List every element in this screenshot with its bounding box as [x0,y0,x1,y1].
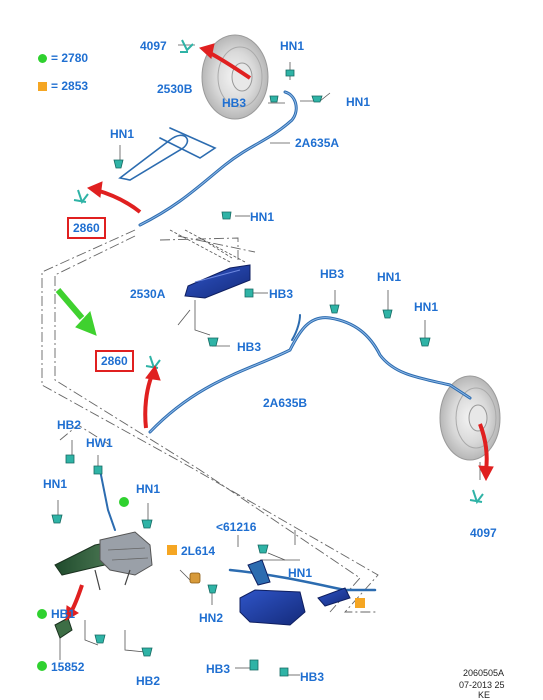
label-hb3-mid-low: HB3 [237,340,262,354]
label-hn1-left: HN1 [43,477,68,491]
label-hb3-mid-top: HB3 [320,267,345,281]
bracket-2530A-outline [169,229,246,263]
label-2A635B: 2A635B [263,396,308,410]
bracket-lower [239,559,351,626]
label-4097-right: 4097 [470,526,497,540]
label-15852: 15852 [51,660,85,674]
label-hb2-left: HB2 [57,418,82,432]
label-hb1-lower: HB1 [51,607,76,621]
bracket-2530A [184,264,251,299]
label-2A635A: 2A635A [295,136,340,150]
legend-orange-text: = 2853 [51,79,89,93]
label-hn2-lower: HN2 [199,611,224,625]
orange-square-icon [38,81,47,91]
cable-retainers [73,39,484,505]
fitting-2L614 [189,572,201,584]
green-dot-markers [37,497,129,671]
label-61216: <61216 [216,520,257,534]
green-dot-icon [38,53,47,63]
figure-code: 2060505A [463,668,505,678]
label-2860-mid: 2860 [95,350,134,372]
red-arrows [65,43,494,621]
push-pin-clips [51,69,431,677]
label-hb3-bottom-a: HB3 [206,662,231,676]
leader-lines [41,229,379,613]
label-2860-top: 2860 [67,217,106,239]
legend-green-text: = 2780 [51,51,89,65]
label-hw1-left: HW1 [86,436,113,450]
label-hn1-lower-right: HN1 [288,566,313,580]
label-hn1-upper-left: HN1 [110,127,135,141]
label-hn1-mid: HN1 [250,210,275,224]
label-4097-top: 4097 [140,39,167,53]
legend-orange-square: = 2853 [38,79,88,93]
label-hn1-top-right: HN1 [346,95,371,109]
brake-drum-lower [439,375,501,461]
label-2L614: 2L614 [181,544,216,558]
figure-date: 07-2013 25 [459,680,505,690]
label-hb3-mid-right: HB3 [269,287,294,301]
label-hn1-top: HN1 [280,39,305,53]
cables [99,90,472,592]
green-arrow [55,288,97,336]
label-2530A: 2530A [130,287,166,301]
label-hn1-mid-right-a: HN1 [377,270,402,284]
label-hb2-bottom: HB2 [136,674,161,688]
label-hb3-bottom-b: HB3 [300,670,325,684]
figure-suffix: KE [478,690,491,700]
label-hb3-top: HB3 [222,96,247,110]
legend-green-dot: = 2780 [38,51,88,65]
label-hn1-mid-right-b: HN1 [414,300,439,314]
cable-end-15852 [54,617,73,639]
label-hn1-lower-center: HN1 [136,482,161,496]
orange-square-markers [167,545,365,608]
parking-brake-lever [54,531,153,591]
label-2530B: 2530B [157,82,193,96]
